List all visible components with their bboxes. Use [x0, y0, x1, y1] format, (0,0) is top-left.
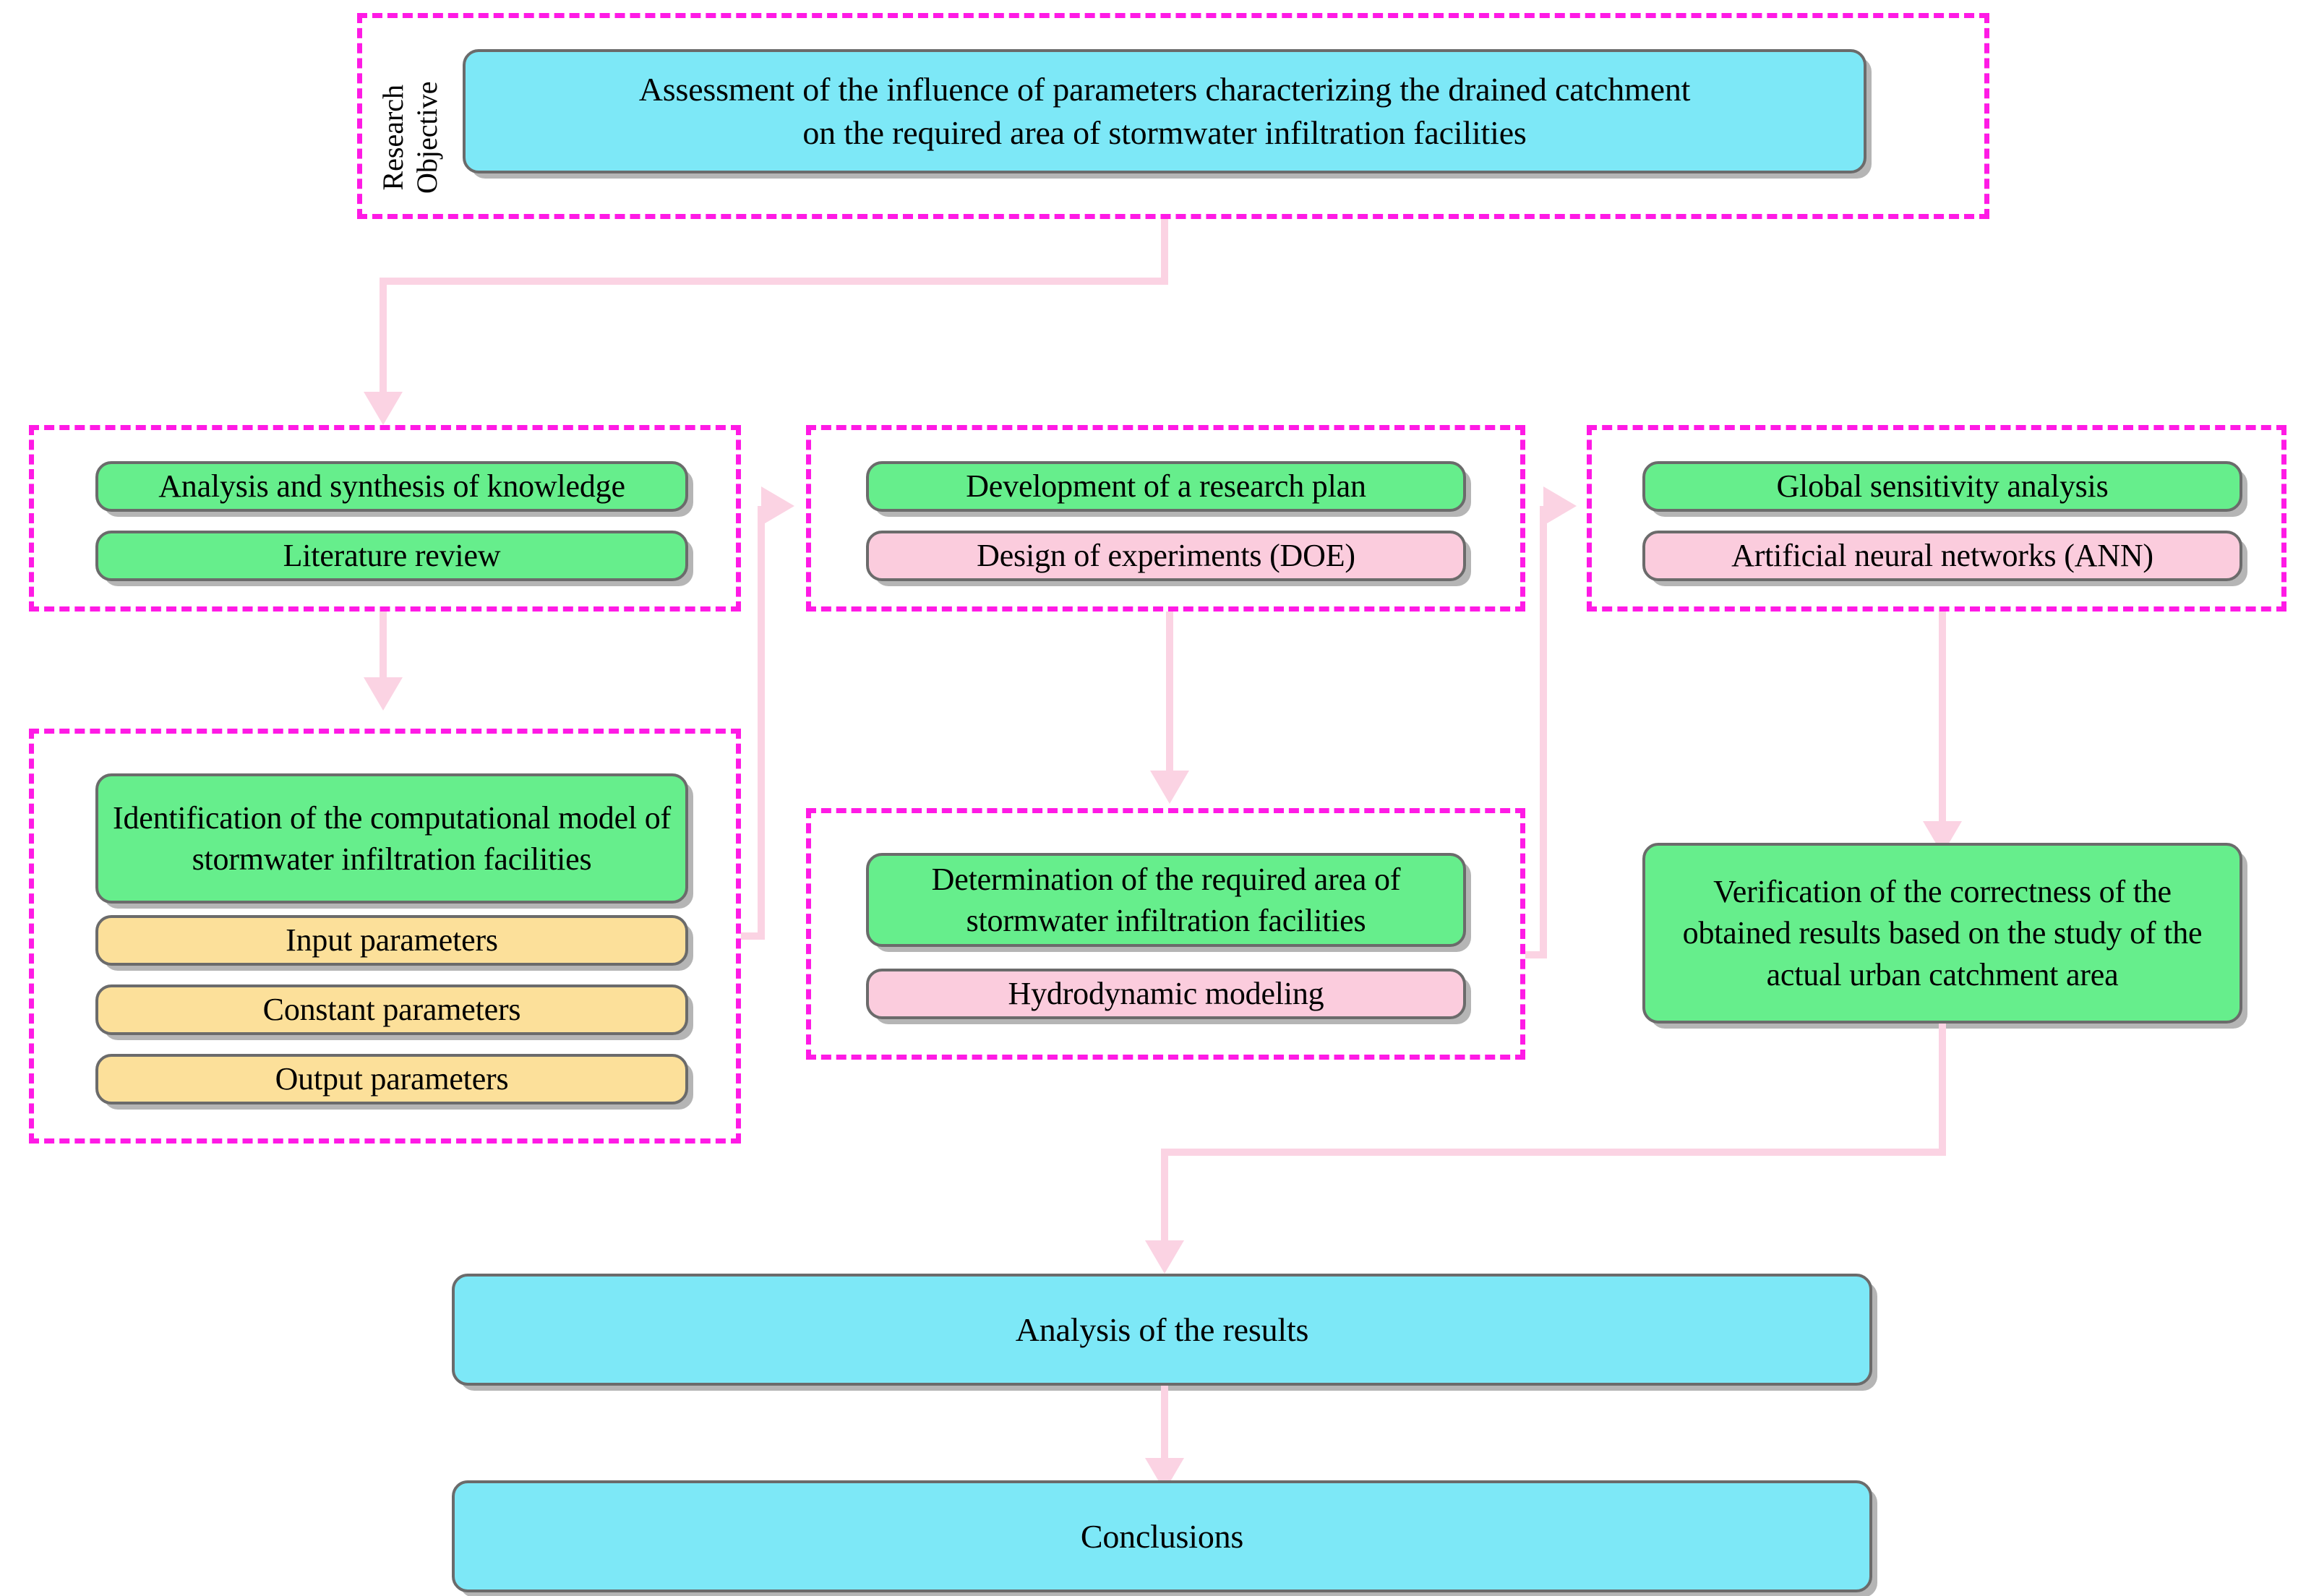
connector-objective-down-stub: [1161, 219, 1168, 285]
connector-left-to-middle-v: [758, 506, 765, 932]
connector-objective-to-left-column: [380, 278, 387, 392]
node-global-sensitivity-analysis[interactable]: Global sensitivity analysis: [1642, 461, 2242, 512]
node-input-parameters[interactable]: Input parameters: [95, 915, 688, 966]
group-research-objective: [357, 13, 1989, 219]
node-identification-model[interactable]: Identification of the computational mode…: [95, 773, 688, 904]
side-label-line-1: Research: [377, 84, 409, 191]
objective-line-1: Assessment of the influence of parameter…: [638, 71, 1691, 108]
research-objective-side-label: Research Objective: [376, 82, 444, 194]
node-literature-review[interactable]: Literature review: [95, 531, 688, 581]
connector-right-top-to-verification: [1939, 612, 1946, 821]
connector-objective-left: [380, 278, 1168, 285]
connector-left-top-to-bottom: [380, 612, 387, 677]
side-label-line-2: Objective: [411, 81, 444, 194]
connector-verification-left: [1161, 1149, 1946, 1156]
arrowhead-left-top-to-bottom: [364, 677, 403, 711]
group-left-knowledge: [29, 425, 741, 612]
node-artificial-neural-networks[interactable]: Artificial neural networks (ANN): [1642, 531, 2242, 581]
group-right-sensitivity: [1587, 425, 2286, 612]
node-conclusions[interactable]: Conclusions: [452, 1480, 1872, 1592]
node-output-parameters[interactable]: Output parameters: [95, 1054, 688, 1104]
arrowhead-objective-to-left-column: [364, 392, 403, 425]
node-verification-correctness[interactable]: Verification of the correctness of the o…: [1642, 843, 2242, 1024]
node-analysis-of-results[interactable]: Analysis of the results: [452, 1274, 1872, 1386]
connector-verification-down: [1939, 1024, 1946, 1152]
node-design-of-experiments[interactable]: Design of experiments (DOE): [866, 531, 1466, 581]
arrowhead-middle-to-right: [1543, 486, 1577, 525]
arrowhead-middle-top-to-bottom: [1150, 771, 1189, 804]
node-analysis-synthesis[interactable]: Analysis and synthesis of knowledge: [95, 461, 688, 512]
group-middle-determination: [806, 808, 1525, 1060]
arrowhead-to-analysis-results: [1145, 1240, 1184, 1274]
node-hydrodynamic-modeling[interactable]: Hydrodynamic modeling: [866, 969, 1466, 1019]
objective-line-2: on the required area of stormwater infil…: [802, 114, 1527, 151]
node-determination-required-area[interactable]: Determination of the required area of st…: [866, 853, 1466, 947]
group-left-model: [29, 729, 741, 1144]
node-development-research-plan[interactable]: Development of a research plan: [866, 461, 1466, 512]
connector-middle-to-right-v: [1540, 506, 1547, 957]
node-research-objective[interactable]: Assessment of the influence of parameter…: [463, 49, 1866, 173]
connector-left-to-middle-h: [741, 932, 765, 940]
node-constant-parameters[interactable]: Constant parameters: [95, 984, 688, 1035]
connector-to-analysis-results: [1161, 1149, 1168, 1240]
connector-analysis-to-conclusions: [1161, 1386, 1168, 1458]
group-middle-research-plan: [806, 425, 1525, 612]
connector-middle-top-to-bottom: [1166, 612, 1173, 771]
connector-middle-to-right-h: [1525, 951, 1547, 958]
arrowhead-left-to-middle: [761, 486, 794, 525]
